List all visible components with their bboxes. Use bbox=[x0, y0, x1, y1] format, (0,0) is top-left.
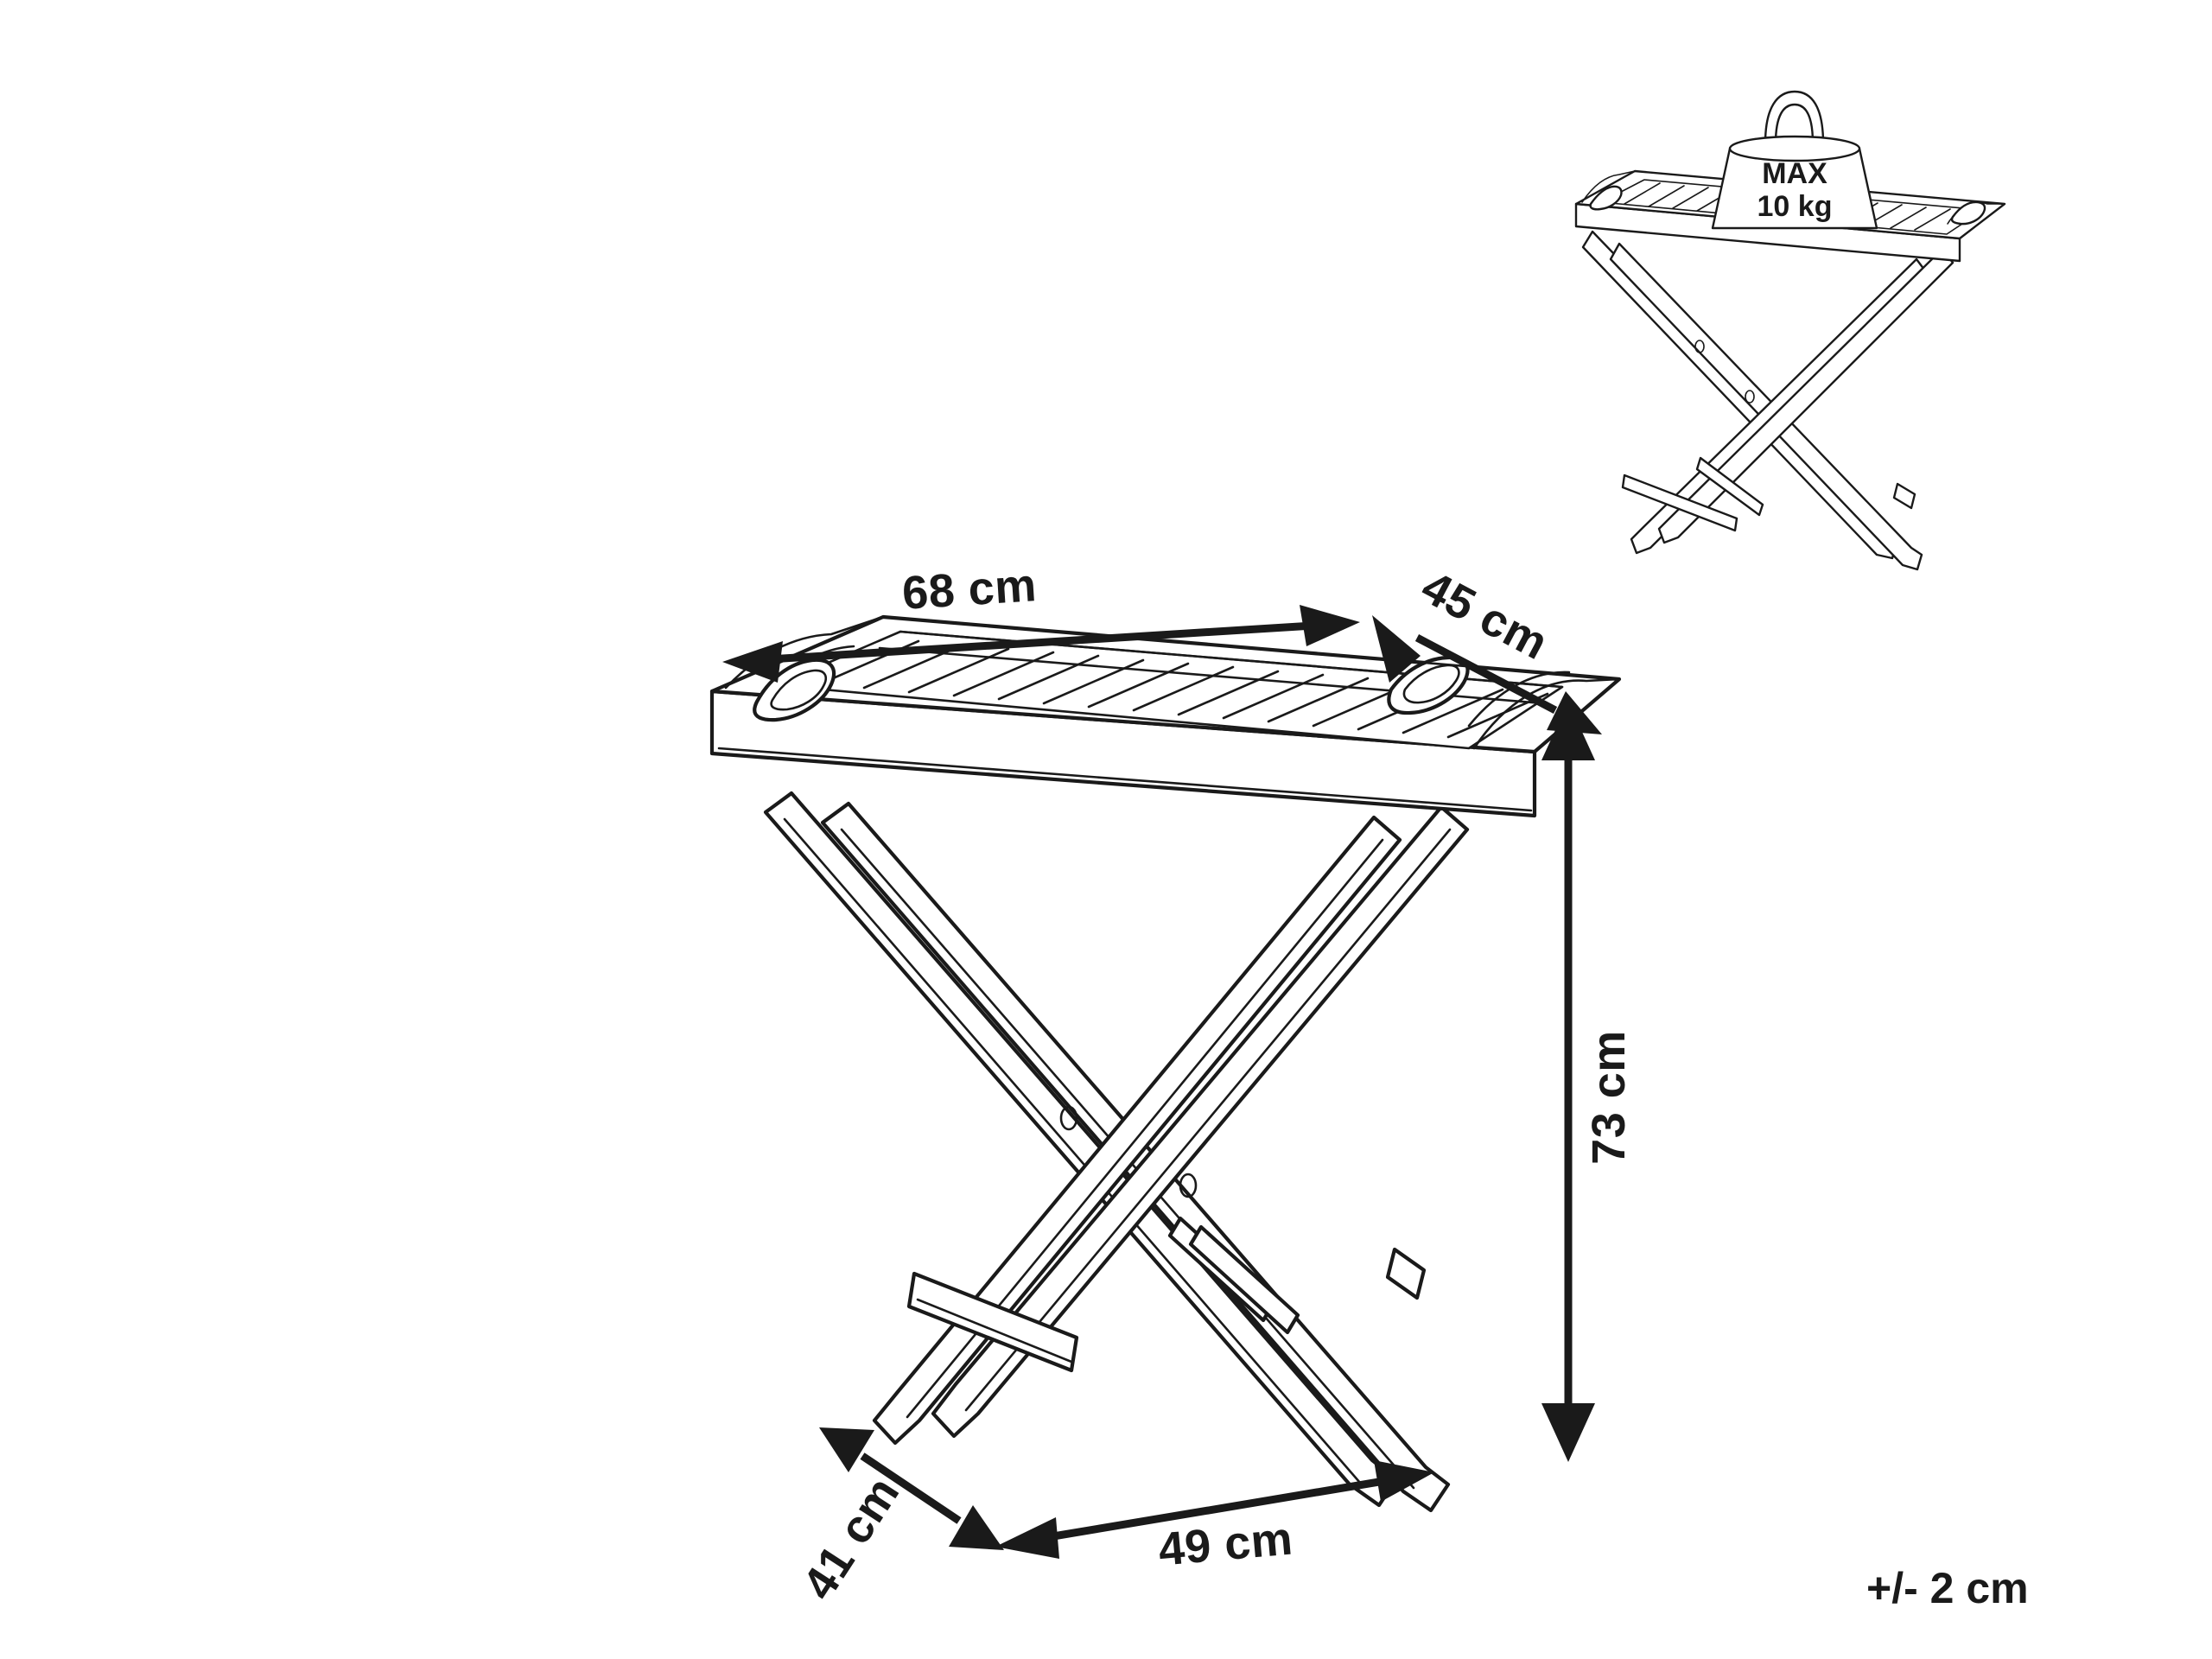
dimension-label-45cm: 45 cm bbox=[1414, 561, 1557, 670]
inset-leg-frame bbox=[1581, 230, 1955, 571]
inset-loading-diagram: MAX 10 kg bbox=[1574, 90, 2006, 571]
main-tray-table bbox=[709, 614, 1622, 1513]
dimension-arrow-49cm bbox=[995, 1460, 1434, 1559]
dimension-arrow-68cm bbox=[722, 605, 1360, 683]
max-load-line2: 10 kg bbox=[1758, 190, 1833, 223]
dimension-arrow-45cm bbox=[1372, 615, 1602, 734]
dimension-label-73cm: 73 cm bbox=[1583, 1030, 1635, 1165]
dimension-label-41cm: 41 cm bbox=[792, 1468, 909, 1609]
tray-top bbox=[709, 614, 1622, 818]
dimension-arrow-73cm bbox=[1541, 702, 1595, 1462]
tolerance-note: +/- 2 cm bbox=[1866, 1564, 2029, 1612]
dimension-label-49cm: 49 cm bbox=[1156, 1512, 1294, 1575]
dimension-label-68cm: 68 cm bbox=[900, 559, 1038, 620]
weight-icon bbox=[1711, 90, 1878, 230]
max-load-line1: MAX bbox=[1762, 157, 1827, 190]
leg-frame bbox=[763, 791, 1470, 1513]
dimension-arrow-41cm bbox=[819, 1427, 1004, 1550]
